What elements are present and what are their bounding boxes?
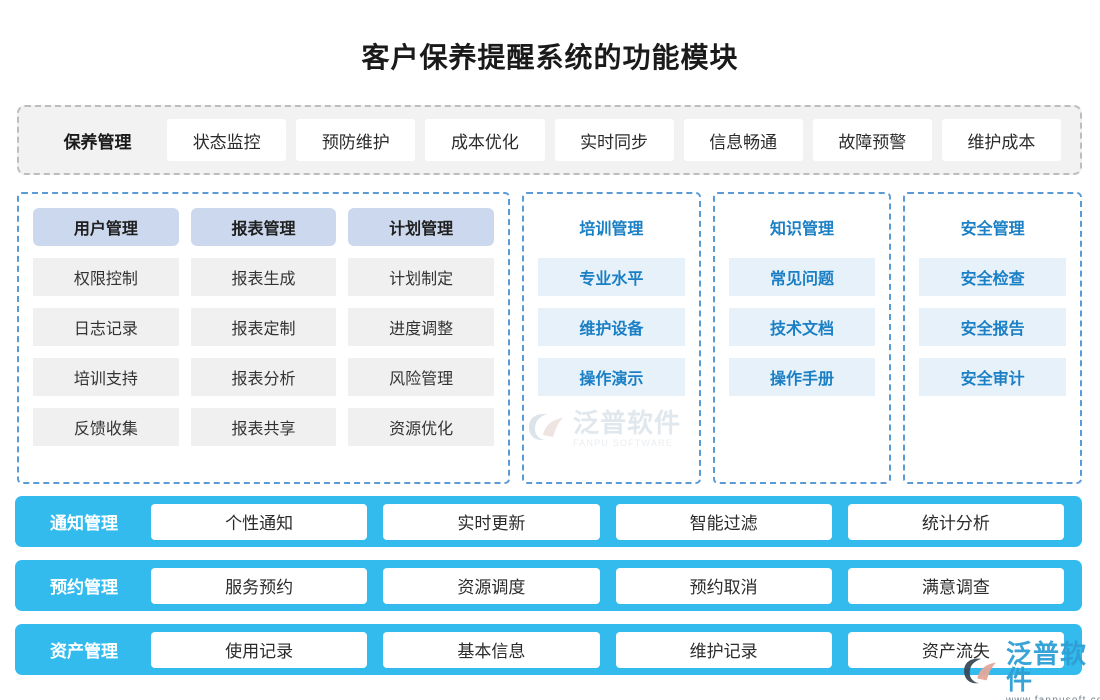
module-item[interactable]: 维护设备 xyxy=(538,308,685,346)
group-security: 安全管理安全检查安全报告安全审计 xyxy=(903,192,1083,484)
module-item[interactable]: 培训支持 xyxy=(33,358,179,396)
module-item[interactable]: 安全检查 xyxy=(919,258,1067,296)
module-item[interactable]: 报表定制 xyxy=(190,308,337,346)
feature-tab[interactable]: 状态监控 xyxy=(167,119,287,161)
feature-tab[interactable]: 预防维护 xyxy=(296,119,416,161)
bottom-bar-item[interactable]: 预约取消 xyxy=(615,567,832,604)
bottom-bar-item[interactable]: 维护记录 xyxy=(615,631,832,668)
module-item[interactable]: 安全审计 xyxy=(919,358,1067,396)
bottom-bar-item[interactable]: 实时更新 xyxy=(383,503,600,540)
module-column: 计划管理计划制定进度调整风险管理资源优化 xyxy=(348,208,495,472)
feature-tab-strip: 保养管理 状态监控预防维护成本优化实时同步信息畅通故障预警维护成本 xyxy=(17,105,1082,175)
module-column: 培训管理专业水平维护设备操作演示 xyxy=(538,208,685,472)
bottom-bar-item[interactable]: 个性通知 xyxy=(151,503,368,540)
bottom-bar-item[interactable]: 资源调度 xyxy=(383,567,600,604)
module-item[interactable]: 报表共享 xyxy=(190,408,337,446)
feature-tab[interactable]: 信息畅通 xyxy=(683,119,803,161)
module-item[interactable]: 风险管理 xyxy=(348,358,495,396)
bottom-bar-item[interactable]: 服务预约 xyxy=(151,567,368,604)
page-title: 客户保养提醒系统的功能模块 xyxy=(361,42,739,73)
group-management: 用户管理权限控制日志记录培训支持反馈收集报表管理报表生成报表定制报表分析报表共享… xyxy=(17,192,510,484)
module-column-header[interactable]: 知识管理 xyxy=(770,221,835,238)
bottom-bar-item[interactable]: 统计分析 xyxy=(847,503,1064,540)
module-item[interactable]: 专业水平 xyxy=(538,258,685,296)
module-column: 知识管理常见问题技术文档操作手册 xyxy=(728,208,876,472)
module-column-header[interactable]: 报表管理 xyxy=(190,208,337,246)
bottom-bar-list: 通知管理 个性通知实时更新智能过滤统计分析预约管理 服务预约资源调度预约取消满意调查… xyxy=(15,496,1082,688)
module-column-header[interactable]: 计划管理 xyxy=(348,208,495,246)
bottom-bar-item[interactable]: 智能过滤 xyxy=(615,503,832,540)
module-item[interactable]: 权限控制 xyxy=(33,258,179,296)
group-knowledge: 知识管理常见问题技术文档操作手册 xyxy=(712,192,892,484)
module-item[interactable]: 操作手册 xyxy=(728,358,876,396)
module-item[interactable]: 安全报告 xyxy=(919,308,1067,346)
module-item[interactable]: 操作演示 xyxy=(538,358,685,396)
module-column-header[interactable]: 用户管理 xyxy=(33,208,179,246)
module-item[interactable]: 技术文档 xyxy=(728,308,876,346)
feature-tab[interactable]: 故障预警 xyxy=(812,119,932,161)
bottom-bar-item[interactable]: 满意调查 xyxy=(847,567,1064,604)
module-group-row: 用户管理权限控制日志记录培训支持反馈收集报表管理报表生成报表定制报表分析报表共享… xyxy=(17,192,1083,484)
module-item[interactable]: 反馈收集 xyxy=(33,408,179,446)
feature-tab[interactable]: 实时同步 xyxy=(554,119,674,161)
module-item[interactable]: 常见问题 xyxy=(728,258,876,296)
module-item[interactable]: 资源优化 xyxy=(348,408,495,446)
bottom-bar-item[interactable]: 使用记录 xyxy=(151,631,368,668)
module-item[interactable]: 计划制定 xyxy=(348,258,495,296)
feature-tab[interactable]: 保养管理 xyxy=(63,132,132,152)
bottom-bar-label[interactable]: 通知管理 xyxy=(50,514,118,533)
bottom-bar-label[interactable]: 资产管理 xyxy=(50,642,118,661)
module-column: 报表管理报表生成报表定制报表分析报表共享 xyxy=(190,208,337,472)
bottom-bar-item[interactable]: 基本信息 xyxy=(383,631,600,668)
bottom-bar: 通知管理 个性通知实时更新智能过滤统计分析 xyxy=(15,496,1082,547)
bottom-bar-label[interactable]: 预约管理 xyxy=(50,578,118,597)
module-column: 安全管理安全检查安全报告安全审计 xyxy=(919,208,1067,472)
module-item[interactable]: 进度调整 xyxy=(348,308,495,346)
bottom-bar-item[interactable]: 资产流失 xyxy=(847,631,1064,668)
group-training: 培训管理专业水平维护设备操作演示 xyxy=(522,192,701,484)
feature-tab[interactable]: 成本优化 xyxy=(425,119,545,161)
module-item[interactable]: 报表生成 xyxy=(190,258,337,296)
bottom-bar: 资产管理 使用记录基本信息维护记录资产流失 xyxy=(15,624,1082,675)
module-item[interactable]: 报表分析 xyxy=(190,358,337,396)
feature-tab[interactable]: 维护成本 xyxy=(941,119,1061,161)
bottom-bar: 预约管理 服务预约资源调度预约取消满意调查 xyxy=(15,560,1082,611)
module-item[interactable]: 日志记录 xyxy=(33,308,179,346)
module-column-header[interactable]: 安全管理 xyxy=(960,221,1025,238)
module-column-header[interactable]: 培训管理 xyxy=(579,221,644,238)
module-column: 用户管理权限控制日志记录培训支持反馈收集 xyxy=(33,208,179,472)
watermark-corner-sub: www.fanpusoft.com xyxy=(1006,696,1100,700)
